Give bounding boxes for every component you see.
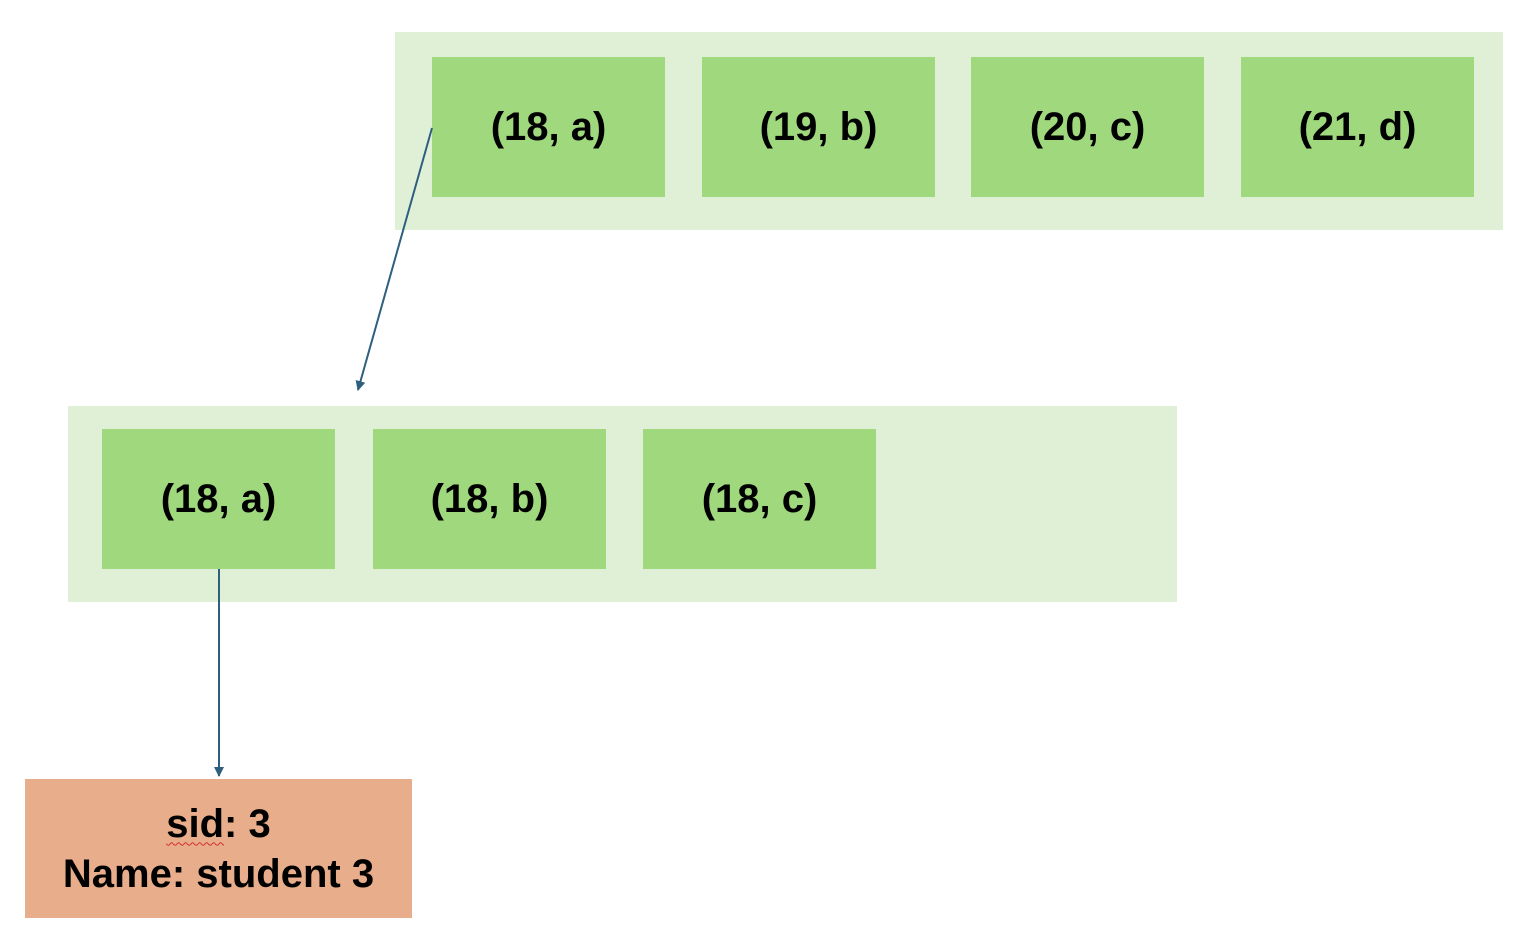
root-key-cell: (18, a): [432, 57, 665, 197]
leaf-key-label: (18, b): [430, 476, 549, 521]
root-key-label: (18, a): [490, 104, 607, 149]
record-box: sid: 3 Name: student 3: [25, 779, 412, 918]
root-key-label: (19, b): [759, 104, 878, 149]
record-name-line: Name: student 3: [62, 851, 375, 896]
leaf-key-cell: (18, c): [643, 429, 876, 569]
record-sid-label: sid: [166, 801, 225, 846]
root-key-cell: (20, c): [971, 57, 1204, 197]
record-sid-line: sid: 3: [166, 799, 270, 849]
root-key-label: (21, d): [1298, 104, 1417, 149]
root-key-cell: (19, b): [702, 57, 935, 197]
record-sid-value: : 3: [224, 801, 271, 846]
leaf-key-cell: (18, a): [102, 429, 335, 569]
leaf-key-cell: (18, b): [373, 429, 606, 569]
leaf-key-label: (18, c): [701, 476, 818, 521]
root-key-cell: (21, d): [1241, 57, 1474, 197]
leaf-key-label: (18, a): [160, 476, 277, 521]
root-key-label: (20, c): [1029, 104, 1146, 149]
